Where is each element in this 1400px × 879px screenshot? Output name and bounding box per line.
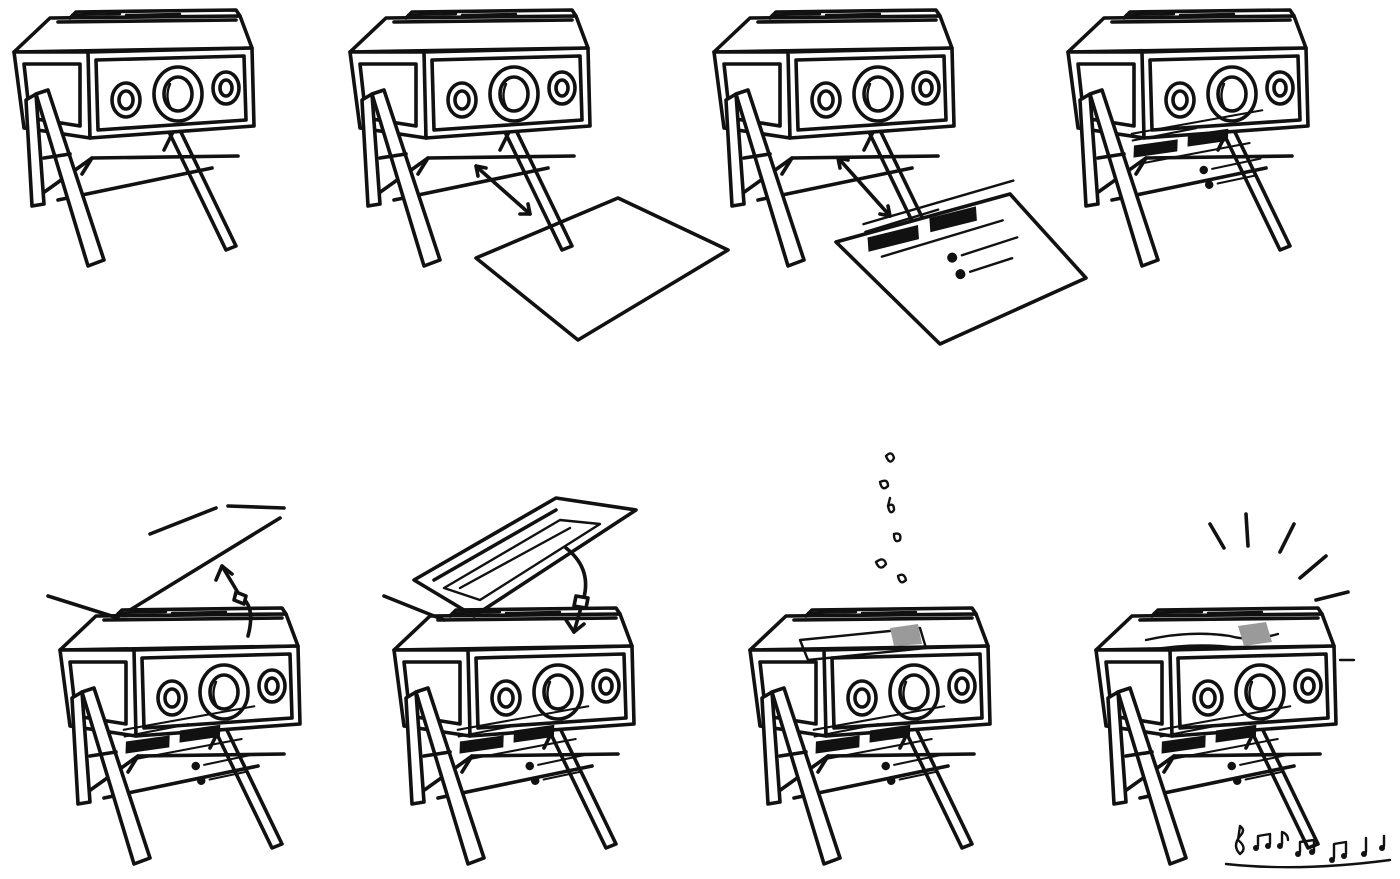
sound-rays-icon	[1208, 512, 1356, 662]
double-arrow-icon	[838, 158, 892, 218]
step-6-panel	[382, 496, 638, 866]
step-3-panel	[712, 8, 1088, 346]
step-1-panel	[12, 8, 256, 268]
step-4-panel	[1066, 8, 1310, 268]
music-notes-icon	[1224, 824, 1392, 869]
step-7-panel	[748, 452, 992, 866]
step-5-panel	[46, 504, 302, 866]
double-arrow-icon	[476, 166, 532, 216]
lifted-lid	[148, 506, 218, 536]
tray-lid	[412, 496, 638, 618]
step-2-panel	[348, 8, 730, 342]
rising-notes-icon	[874, 452, 908, 584]
step-8-panel	[1094, 512, 1392, 869]
blank-card	[474, 196, 730, 342]
